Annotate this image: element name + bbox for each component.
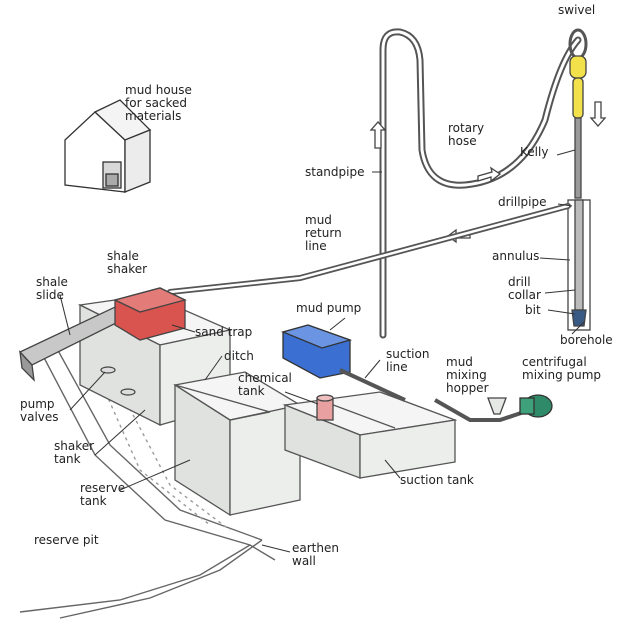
label-shaker-tank: shaker tank — [54, 439, 95, 466]
suction-line — [339, 368, 406, 402]
label-mud-house: mud house for sacked materials — [125, 83, 192, 123]
mud-mixing-hopper — [487, 397, 507, 415]
label-sand-trap: sand trap — [195, 325, 253, 339]
label-centrifugal-mixing-pump: centrifugal mixing pump — [522, 355, 602, 382]
mixing-line — [434, 398, 531, 422]
borehole — [567, 199, 591, 331]
label-borehole: borehole — [560, 333, 613, 347]
label-drillpipe: drillpipe — [498, 195, 547, 209]
label-mud-pump: mud pump — [296, 301, 362, 315]
label-shale-slide: shale slide — [36, 275, 68, 302]
leader-lines — [59, 149, 585, 553]
label-reserve-pit: reserve pit — [34, 533, 99, 547]
label-chemical-tank: chemical tank — [238, 371, 292, 398]
mud-house — [64, 99, 152, 193]
label-swivel: swivel — [558, 3, 596, 17]
label-earthen-wall: earthen wall — [292, 541, 339, 568]
swivel — [568, 28, 588, 199]
label-annulus: annulus — [492, 249, 540, 263]
label-mud-return-line: mud return line — [305, 213, 342, 253]
mud-pump — [281, 324, 353, 379]
shale-shaker — [113, 287, 187, 341]
label-standpipe: standpipe — [305, 165, 365, 179]
label-drill-collar: drill collar — [508, 275, 541, 302]
label-pump-valves: pump valves — [20, 397, 59, 424]
label-kelly: Kelly — [520, 145, 549, 159]
centrifugal-mixing-pump — [519, 394, 553, 418]
label-ditch: ditch — [224, 349, 254, 363]
label-suction-line: suction line — [386, 347, 430, 374]
pump-valves — [100, 366, 136, 396]
label-rotary-hose: rotary hose — [448, 121, 485, 148]
label-reserve-tank: reserve tank — [80, 481, 126, 508]
reserve-pit — [19, 344, 276, 619]
label-shale-shaker: shale shaker — [107, 249, 148, 276]
label-suction-tank: suction tank — [400, 473, 474, 487]
chemical-tank — [316, 394, 334, 421]
label-mud-mixing-hopper: mud mixing hopper — [446, 355, 489, 395]
label-bit: bit — [525, 303, 541, 317]
